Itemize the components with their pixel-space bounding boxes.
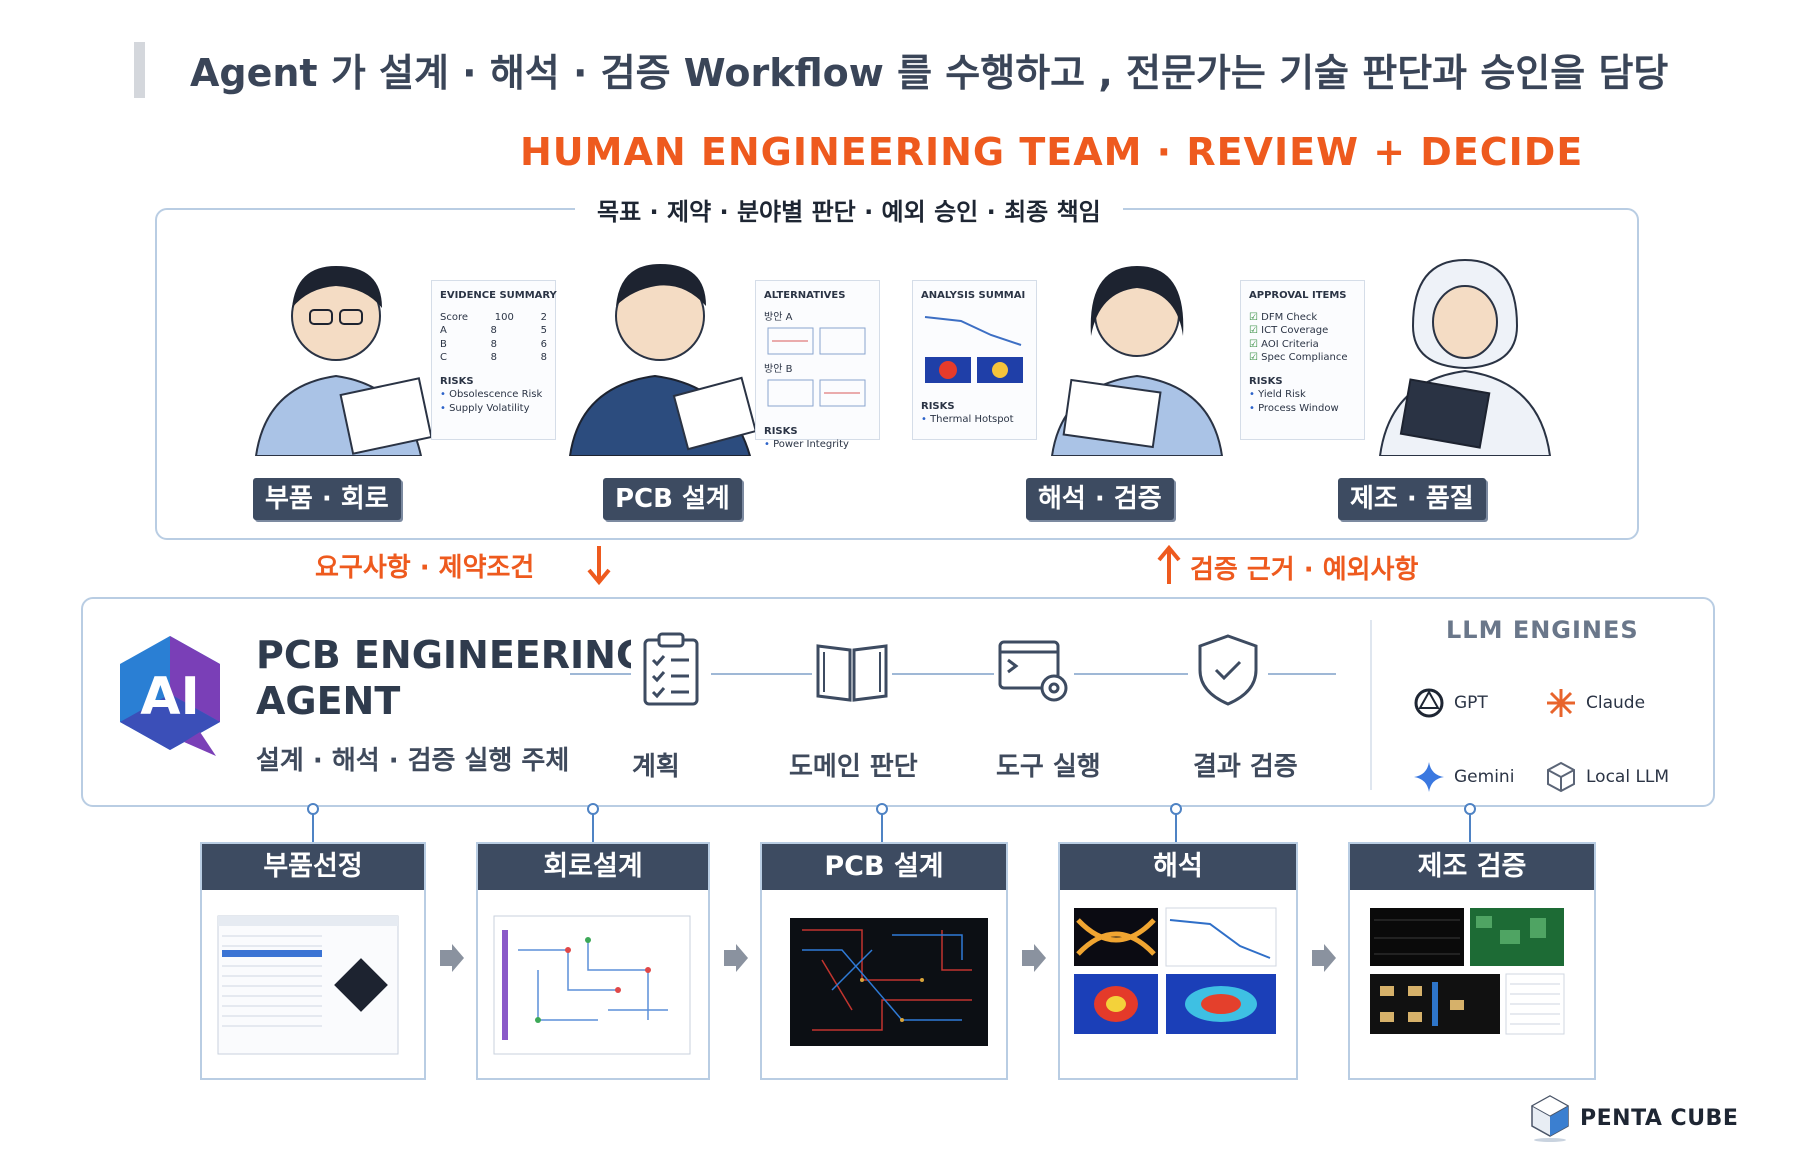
stage-connector-dot bbox=[307, 803, 319, 815]
terminal-gear-icon bbox=[994, 630, 1074, 710]
penta-cube-logo-icon bbox=[1530, 1095, 1570, 1142]
stage-title: 제조 검증 bbox=[1350, 844, 1594, 890]
stage-card-pcb: PCB 설계 bbox=[760, 842, 1008, 1080]
chevron-right-icon bbox=[1022, 944, 1046, 972]
shield-check-icon bbox=[1188, 630, 1268, 710]
book-icon bbox=[812, 630, 892, 710]
inspection-results-screenshot bbox=[1370, 908, 1565, 1035]
engineer-card-analysis: ANALYSIS SUMMAI RISKS Thermal Hotspot bbox=[912, 236, 1224, 456]
ai-logo-icon: AI bbox=[120, 636, 220, 756]
llm-engine-local: Local LLM bbox=[1544, 760, 1669, 794]
schematic-screenshot bbox=[493, 915, 691, 1055]
claude-icon bbox=[1547, 689, 1575, 717]
stage-card-circuit: 회로설계 bbox=[476, 842, 710, 1080]
evidence-flow-label: 검증 근거 · 예외사항 bbox=[1190, 555, 1419, 585]
agent-panel bbox=[81, 597, 1715, 807]
team-title: HUMAN ENGINEERING TEAM · REVIEW + DECIDE bbox=[520, 130, 1584, 174]
checklist-icon bbox=[631, 630, 711, 710]
thermal-map-thumbnail bbox=[925, 357, 1023, 383]
engineer-card-pcb: ALTERNATIVES 방안 A 방안 B RISKS Power Integ… bbox=[560, 236, 880, 456]
parts-table-screenshot bbox=[217, 915, 399, 1055]
arrow-up-icon bbox=[1157, 544, 1181, 584]
headline-accent-bar bbox=[134, 42, 145, 98]
step-label-plan: 계획 bbox=[632, 752, 680, 782]
svg-text:AI: AI bbox=[140, 667, 200, 727]
page-headline: Agent 가 설계 · 해석 · 검증 Workflow 를 수행하고 , 전… bbox=[190, 51, 1669, 95]
analysis-curve-thumbnail bbox=[924, 315, 1022, 346]
stage-connector-dot bbox=[587, 803, 599, 815]
agent-title: PCB ENGINEERING AGENT bbox=[256, 633, 648, 723]
chevron-right-icon bbox=[1312, 944, 1336, 972]
llm-engines-title: LLM ENGINES bbox=[1446, 616, 1639, 644]
chevron-right-icon bbox=[440, 944, 464, 972]
engineer-illustration bbox=[254, 266, 433, 456]
engineer-illustration bbox=[568, 264, 758, 456]
pcb-layout-screenshot bbox=[790, 918, 988, 1046]
stage-connector-dot bbox=[1464, 803, 1476, 815]
llm-engine-claude: Claude bbox=[1544, 686, 1645, 720]
alternatives-doc: ALTERNATIVES 방안 A 방안 B RISKS Power Integ… bbox=[755, 280, 880, 450]
role-tag-manufacturing: 제조 · 품질 bbox=[1338, 478, 1486, 520]
stage-card-manufacturing: 제조 검증 bbox=[1348, 842, 1596, 1080]
approval-items-doc: APPROVAL ITEMS DFM Check ICT Coverage AO… bbox=[1240, 280, 1365, 440]
schematic-thumbnail bbox=[767, 379, 866, 407]
stage-card-parts: 부품선정 bbox=[200, 842, 426, 1080]
schematic-thumbnail bbox=[767, 327, 866, 355]
cleanroom-engineer-illustration bbox=[1378, 258, 1552, 456]
requirements-flow-label: 요구사항 · 제약조건 bbox=[315, 553, 535, 583]
stage-connector bbox=[312, 807, 314, 843]
gemini-icon bbox=[1414, 762, 1444, 792]
stage-title: 부품선정 bbox=[202, 844, 424, 890]
step-label-tools: 도구 실행 bbox=[996, 752, 1101, 782]
step-connector-line bbox=[570, 673, 1336, 675]
engineer-card-manufacturing: APPROVAL ITEMS DFM Check ICT Coverage AO… bbox=[1240, 236, 1552, 456]
agent-subtitle: 설계 · 해석 · 검증 실행 주체 bbox=[256, 746, 570, 776]
llm-engine-gpt: GPT bbox=[1412, 686, 1488, 720]
arrow-down-icon bbox=[587, 546, 611, 586]
stage-title: 해석 bbox=[1060, 844, 1296, 890]
team-subtitle: 목표 · 제약 · 분야별 판단 · 예외 승인 · 최종 책임 bbox=[575, 192, 1123, 227]
role-tag-pcb: PCB 설계 bbox=[603, 478, 742, 520]
engineer-illustration bbox=[1050, 266, 1224, 456]
chevron-right-icon bbox=[724, 944, 748, 972]
local-cube-icon bbox=[1547, 761, 1575, 793]
stage-title: PCB 설계 bbox=[762, 844, 1006, 890]
openai-icon bbox=[1414, 688, 1444, 718]
step-label-verify: 결과 검증 bbox=[1193, 752, 1298, 782]
stage-card-analysis: 해석 bbox=[1058, 842, 1298, 1080]
stage-connector bbox=[881, 807, 883, 843]
stage-connector bbox=[592, 807, 594, 843]
analysis-summary-doc: ANALYSIS SUMMAI RISKS Thermal Hotspot bbox=[912, 280, 1037, 440]
stage-connector bbox=[1175, 807, 1177, 843]
role-tag-analysis: 해석 · 검증 bbox=[1026, 478, 1174, 520]
role-tag-components: 부품 · 회로 bbox=[253, 478, 401, 520]
llm-engine-gemini: Gemini bbox=[1412, 760, 1514, 794]
stage-connector-dot bbox=[876, 803, 888, 815]
step-label-domain: 도메인 판단 bbox=[789, 752, 918, 782]
llm-divider bbox=[1370, 620, 1372, 790]
simulation-results-screenshot bbox=[1074, 907, 1277, 1034]
stage-connector bbox=[1469, 807, 1471, 843]
stage-title: 회로설계 bbox=[478, 844, 708, 890]
penta-cube-brand: PENTA CUBE bbox=[1528, 1094, 1738, 1142]
stage-connector-dot bbox=[1170, 803, 1182, 815]
